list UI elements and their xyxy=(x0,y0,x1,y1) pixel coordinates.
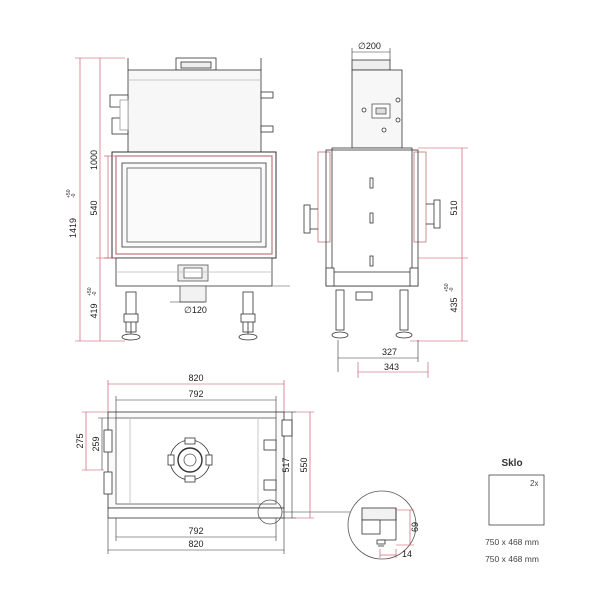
front-view xyxy=(109,57,290,341)
dim-419: 419 xyxy=(89,303,99,318)
dim-419-tol-minus: -0 xyxy=(92,291,98,296)
dim-259: 259 xyxy=(91,436,101,451)
dim-435-tol-plus: +50 xyxy=(444,283,450,292)
dim-792-top: 792 xyxy=(188,389,203,399)
dim-820-top: 820 xyxy=(188,373,203,383)
dim-flue-diameter: ∅200 xyxy=(358,41,381,51)
dim-14: 14 xyxy=(402,549,412,559)
glass-panel: Sklo 2x 750 x 468 mm 750 x 468 mm xyxy=(485,458,545,564)
dim-1000: 1000 xyxy=(89,150,99,170)
dim-69: 69 xyxy=(410,522,420,532)
glass-size-1: 750 x 468 mm xyxy=(485,537,539,547)
dim-792-bottom: 792 xyxy=(188,526,203,536)
detail-view xyxy=(347,490,417,560)
side-view xyxy=(303,59,441,339)
glass-size-2: 750 x 468 mm xyxy=(485,554,539,564)
glass-title: Sklo xyxy=(501,458,522,469)
glass-quantity: 2x xyxy=(530,479,538,488)
detail-view-dimensions xyxy=(379,509,414,558)
dim-435-tol-minus: -0 xyxy=(449,287,455,292)
dim-343: 343 xyxy=(384,362,399,372)
dim-1419-tol-minus: -0 xyxy=(71,193,77,198)
side-view-dimensions xyxy=(337,48,468,378)
dim-1419: 1419 xyxy=(68,218,78,238)
dim-275: 275 xyxy=(75,433,85,448)
top-view xyxy=(103,411,355,525)
dim-435: 435 xyxy=(449,297,459,312)
glass-pane-shape xyxy=(488,474,545,526)
dim-327: 327 xyxy=(382,347,397,357)
top-view-dimensions xyxy=(82,380,314,554)
dim-1419-tol-plus: +50 xyxy=(66,189,72,198)
dim-517: 517 xyxy=(281,457,291,472)
front-view-dimensions xyxy=(75,57,205,342)
dim-419-tol-plus: +50 xyxy=(87,287,93,296)
dim-820-bottom: 820 xyxy=(188,539,203,549)
dim-outlet-diameter: ∅120 xyxy=(184,305,207,315)
dim-510: 510 xyxy=(449,200,459,215)
dim-540: 540 xyxy=(89,200,99,215)
dim-550: 550 xyxy=(299,457,309,472)
